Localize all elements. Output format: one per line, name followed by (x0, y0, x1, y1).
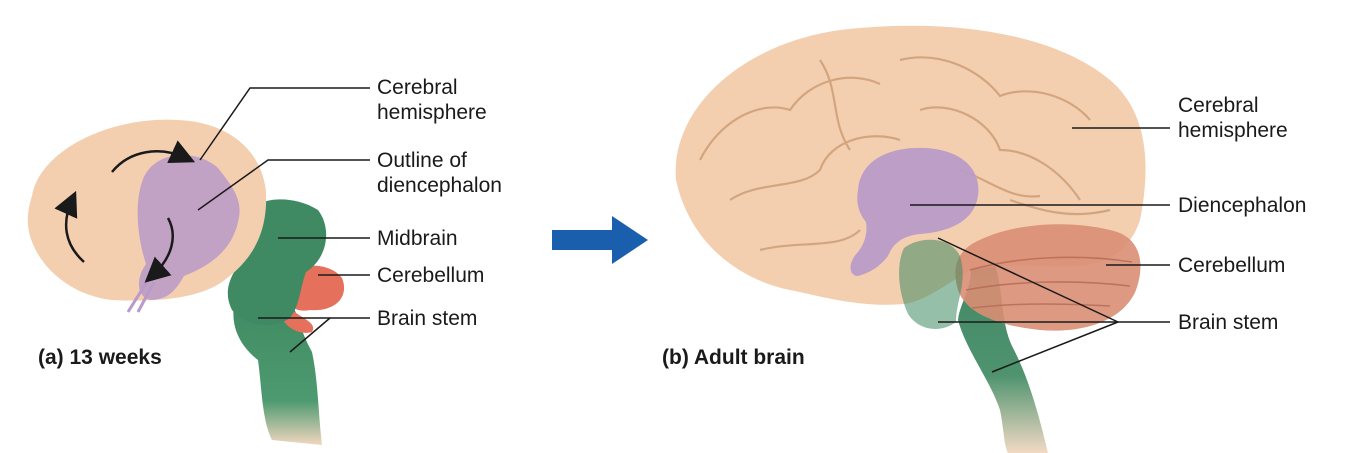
label-b-brain-stem: Brain stem (1178, 310, 1278, 335)
label-a-brain-stem: Brain stem (377, 306, 477, 331)
label-a-outline-diencephalon: Outline of diencephalon (377, 148, 502, 198)
label-a-midbrain: Midbrain (377, 226, 458, 251)
caption-b: (b) Adult brain (662, 346, 805, 370)
fetal-brain (28, 88, 370, 445)
label-b-cerebellum: Cerebellum (1178, 253, 1285, 278)
caption-a: (a) 13 weeks (38, 346, 162, 370)
label-a-cerebral-hemisphere: Cerebral hemisphere (377, 75, 487, 125)
adult-brain (676, 26, 1170, 453)
transition-arrow (552, 216, 648, 264)
label-a-cerebellum: Cerebellum (377, 263, 484, 288)
label-b-diencephalon: Diencephalon (1178, 193, 1306, 218)
label-b-cerebral-hemisphere: Cerebral hemisphere (1178, 93, 1288, 143)
adult-cerebellum (955, 224, 1140, 330)
